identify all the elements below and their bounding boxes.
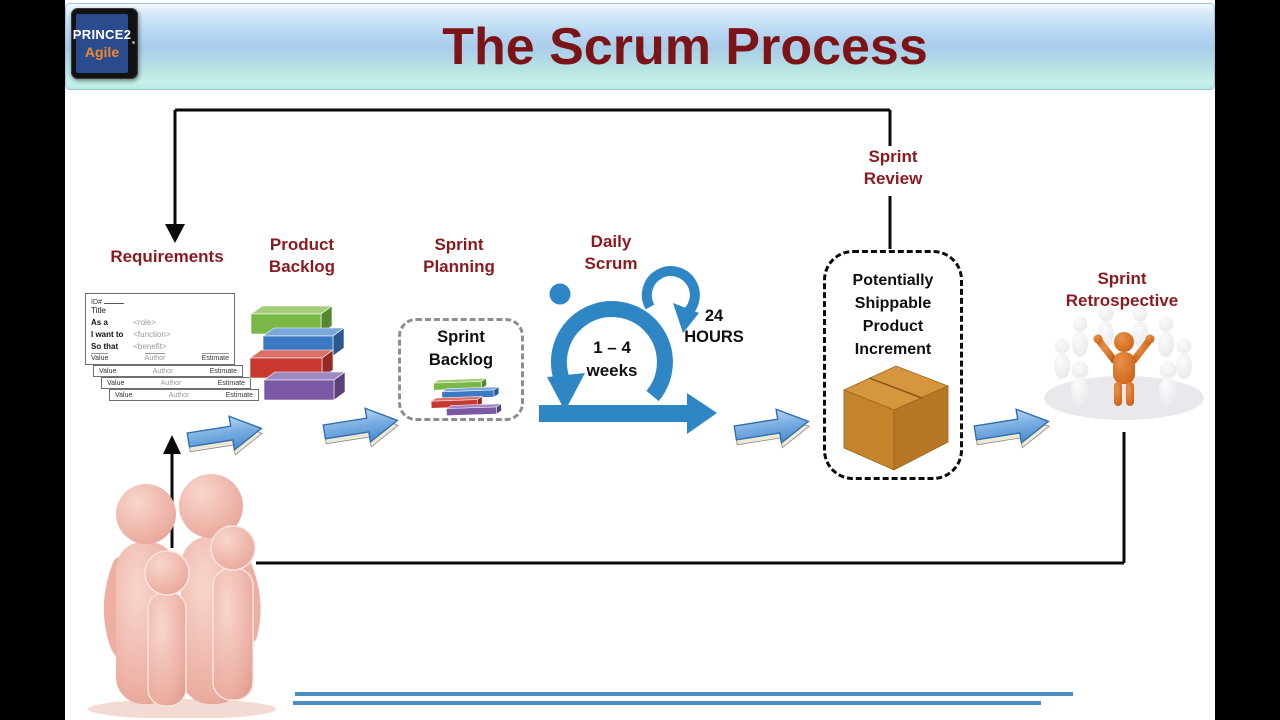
letterbox-left — [0, 0, 65, 720]
label-sprint-timebox: 1 – 4 weeks — [586, 338, 638, 380]
story-field-row: So that <benefit> — [91, 342, 229, 351]
label-daily-scrum: Daily Scrum — [584, 232, 638, 273]
strip-author: Author — [160, 379, 182, 387]
sprint-backlog-bricks-icon — [430, 377, 503, 416]
story-field-row: As a <role> — [91, 318, 229, 327]
story-id-label: ID# — [91, 299, 102, 306]
story-field-row: I want to <function> — [91, 330, 229, 339]
sprint-output-arrow-shaft — [539, 405, 689, 422]
story-field-value: <role> — [133, 318, 156, 327]
sprint-output-arrowhead-icon — [687, 393, 717, 434]
flow-arrow-icon — [973, 408, 1050, 449]
increment-dashed-box — [823, 250, 963, 480]
strip-estimate: Estimate — [217, 379, 245, 387]
label-daily-timebox: 24 HOURS — [684, 307, 744, 346]
retrospective-team-icon — [1044, 306, 1204, 420]
sprint-backlog-dashed-box — [398, 318, 524, 421]
strip-value: Value — [107, 379, 125, 387]
bottom-rule-lower — [293, 701, 1041, 705]
scrum-master-figure — [1093, 332, 1155, 406]
prince2-agile-logo: PRINCE2 Agile — [71, 8, 138, 79]
strip-estimate: Estimate — [225, 391, 253, 399]
label-sprint-planning: Sprint Planning — [423, 235, 495, 276]
product-backlog-bricks-icon — [249, 305, 346, 401]
flow-arrow-icon — [322, 407, 399, 448]
sprint-loop-arrowhead-icon — [547, 373, 585, 411]
scrum-sprint-loop-icon — [539, 266, 717, 434]
story-field-value: <function> — [133, 330, 171, 339]
label-requirements: Requirements — [110, 247, 224, 266]
strip-author: Author — [168, 391, 190, 399]
logo-screen: PRINCE2 Agile — [72, 14, 132, 73]
cardboard-box-icon — [842, 365, 950, 471]
story-footer-row: Value Author Estimate — [91, 353, 229, 362]
flow-arrow-icon — [733, 408, 810, 449]
story-id-row: ID# — [91, 297, 229, 306]
loop-dot-icon — [549, 283, 571, 305]
flow-arrow-icon — [186, 415, 263, 456]
up-arrowhead-icon — [163, 435, 181, 454]
stakeholders-family-icon — [88, 474, 276, 718]
label-sprint-review: Sprint Review — [863, 147, 923, 188]
label-product-backlog: Product Backlog — [268, 235, 336, 276]
box-tape-line — [868, 377, 923, 399]
label-sprint-backlog: Sprint Backlog — [428, 328, 494, 369]
user-story-card: ID# Title As a <role> I want to <functio… — [85, 293, 235, 365]
story-footer-estimate: Estimate — [201, 353, 229, 362]
story-field-key: I want to — [91, 330, 124, 339]
label-increment: Potentially Shippable Product Increment — [852, 272, 934, 358]
bottom-rule-upper — [295, 692, 1073, 696]
daily-loop-arc — [641, 266, 700, 321]
stacked-story-card-edge: Value Author Estimate — [93, 365, 243, 377]
strip-value: Value — [99, 367, 117, 375]
story-field-key: As a — [91, 318, 108, 327]
connector-lines — [170, 108, 1126, 565]
stacked-story-card-edge: Value Author Estimate — [109, 389, 259, 401]
daily-loop-arrowhead-icon — [673, 303, 699, 333]
stacked-story-card-edge: Value Author Estimate — [101, 377, 251, 389]
strip-author: Author — [152, 367, 174, 375]
letterbox-right — [1215, 0, 1280, 720]
page-title: The Scrum Process — [442, 17, 928, 76]
logo-text-agile: Agile — [84, 44, 120, 60]
team-figures — [1054, 306, 1192, 405]
story-field-value: <benefit> — [133, 342, 167, 351]
story-footer-author: Author — [144, 353, 166, 362]
story-field-key: So that — [91, 342, 119, 351]
story-id-blank-line — [103, 297, 124, 304]
header-band: The Scrum Process — [65, 3, 1215, 90]
logo-text-prince2: PRINCE2 — [72, 27, 132, 42]
strip-value: Value — [115, 391, 133, 399]
tablet-camera-dot — [132, 41, 135, 44]
sprint-loop-arc — [550, 301, 673, 402]
label-sprint-retrospective: Sprint Retrospective — [1065, 269, 1179, 310]
story-footer-value: Value — [91, 353, 109, 362]
story-title-label: Title — [91, 306, 106, 315]
strip-estimate: Estimate — [209, 367, 237, 375]
down-arrowhead-icon — [165, 224, 185, 243]
